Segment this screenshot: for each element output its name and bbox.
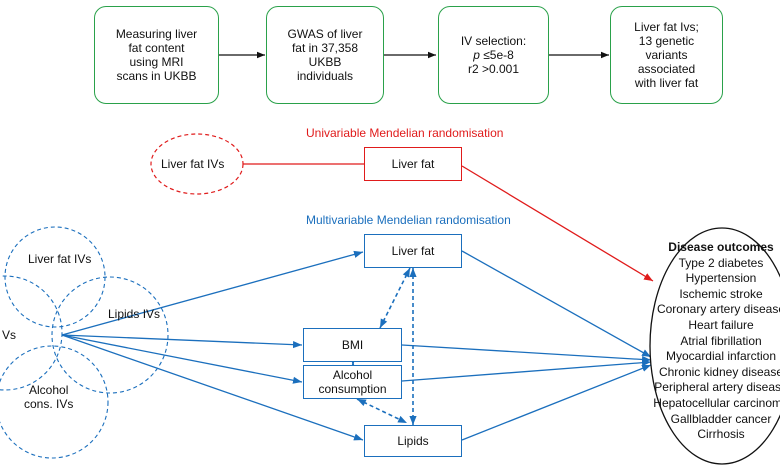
multivariable-title: Multivariable Mendelian randomisation: [306, 213, 511, 227]
pipeline-step-3: IV selection: p ≤5e-8 r2 >0.001: [438, 6, 549, 104]
iv-set-liver-fat-label: Liver fat IVs: [28, 252, 92, 266]
iv-circle-liver-fat: [4, 226, 106, 328]
outcome-item: Ischemic stroke: [679, 286, 763, 301]
univariable-exposure-box: Liver fat: [364, 147, 462, 181]
iv-set-lipids-label: Lipids IVs: [108, 307, 161, 321]
outcome-item: Cirrhosis: [697, 427, 745, 442]
outcome-item: Atrial fibrillation: [680, 333, 762, 348]
outcome-item: Peripheral artery disease: [654, 380, 780, 395]
iv-circle-lipids: [51, 276, 169, 394]
alcohol-lipids-dashed-arrow: [356, 398, 408, 424]
lipids-to-outcome-arrow: [461, 364, 652, 441]
liver-fat-to-outcome-arrow: [461, 250, 652, 358]
outcome-heading: Disease outcomes: [668, 240, 774, 254]
iv-set-bmi-label: Vs: [2, 328, 17, 342]
outcome-item: Chronic kidney disease: [658, 364, 780, 379]
univariable-title: Univariable Mendelian randomisation: [306, 126, 504, 140]
outcome-item: Hepatocellular carcinoma: [653, 395, 780, 410]
outcome-item: Hypertension: [685, 271, 757, 286]
bmi-to-outcome-arrow: [401, 344, 652, 364]
disease-outcomes: Disease outcomes Type 2 diabetes Hyperte…: [651, 228, 780, 464]
iv-selection-label: IV selection:: [460, 34, 527, 48]
iv-circle-bmi: [0, 275, 63, 391]
outcome-item: Coronary artery disease: [656, 302, 780, 317]
ivs-to-bmi-arrow: [61, 334, 303, 349]
iv-selection-r2-threshold: r2 >0.001: [467, 62, 520, 76]
pipeline-step-4: Liver fat Ivs; 13 genetic variants assoc…: [610, 6, 723, 104]
exposure-lipids-box: Lipids: [364, 425, 462, 457]
alcohol-to-outcome-arrow: [401, 359, 652, 382]
exposure-bmi-box: BMI: [303, 328, 402, 362]
outcome-item: Myocardial infarction: [665, 349, 777, 364]
outcome-item: Heart failure: [688, 317, 754, 332]
ivs-to-alcohol-arrow: [61, 334, 303, 384]
bmi-liver-fat-dashed-arrow: [379, 267, 411, 329]
univariable-ivs-label: Liver fat IVs: [161, 157, 225, 171]
pipeline-step-2: GWAS of liver fat in 37,358 UKBB individ…: [266, 6, 384, 104]
ivs-to-liver-fat-arrow: [61, 250, 364, 336]
exposure-liver-fat-box: Liver fat: [364, 234, 462, 268]
ivs-to-lipids-arrow: [61, 334, 364, 441]
univariable-to-outcome-arrow: [461, 165, 654, 282]
iv-set-alcohol-label: Alcohol cons. IVs: [24, 383, 74, 411]
outcome-list: Disease outcomes Type 2 diabetes Hyperte…: [651, 240, 780, 443]
iv-selection-p-threshold: p ≤5e-8: [473, 48, 514, 62]
outcome-item: Type 2 diabetes: [678, 255, 764, 270]
outcome-ellipse: [649, 227, 780, 465]
pipeline-step-1: Measuring liver fat content using MRI sc…: [94, 6, 219, 104]
exposure-alcohol-box: Alcohol consumption: [303, 365, 402, 399]
outcome-item: Gallbladder cancer: [670, 411, 772, 426]
iv-circle-alcohol: [0, 345, 109, 459]
